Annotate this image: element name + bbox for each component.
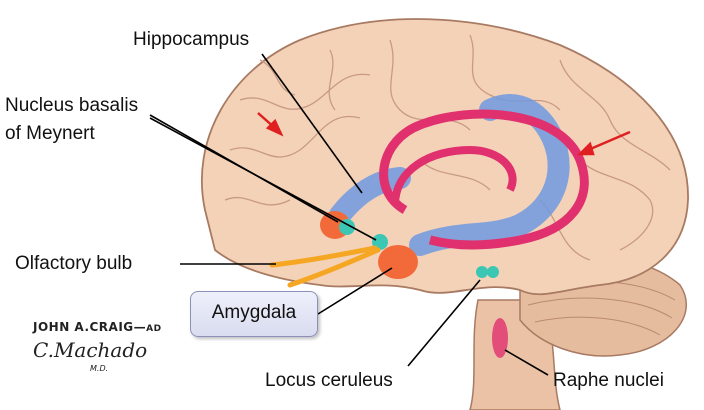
sulci bbox=[224, 34, 671, 261]
fornix bbox=[379, 109, 589, 250]
leader-lines bbox=[149, 53, 549, 376]
arrow-icon bbox=[257, 112, 631, 156]
locus-ceruleus-label: Locus ceruleus bbox=[265, 370, 393, 391]
nucleus-basalis-label-line1: Nucleus basalis bbox=[5, 95, 139, 116]
coartist-signature: C.Machado bbox=[33, 338, 148, 362]
raphe-nuclei-label: Raphe nuclei bbox=[553, 370, 664, 391]
olfactory-bulb-label: Olfactory bulb bbox=[15, 253, 133, 274]
hippocampus-shape bbox=[329, 94, 570, 256]
amygdala-label: Amygdala bbox=[211, 302, 297, 323]
hippocampus-label: Hippocampus bbox=[133, 29, 250, 50]
nucleus-basalis-label-line2: of Meynert bbox=[5, 123, 95, 144]
amygdala-label-box: Amygdala bbox=[190, 291, 318, 337]
artist-signature: JOHN A.CRAIG—AD bbox=[33, 320, 162, 334]
olfactory-tract bbox=[269, 245, 381, 288]
raphe-nuclei-shape bbox=[492, 318, 508, 358]
locus-ceruleus-dot bbox=[476, 266, 488, 278]
coartist-suffix: M.D. bbox=[90, 364, 109, 373]
